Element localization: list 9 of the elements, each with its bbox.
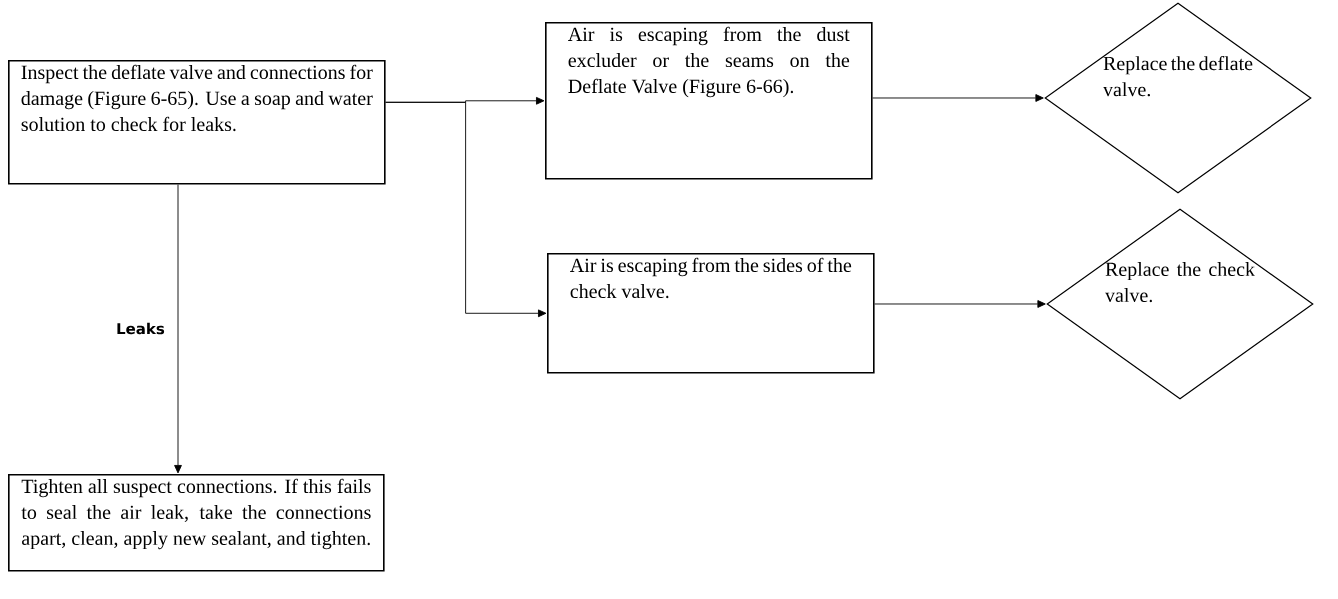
edge-label: Leaks xyxy=(115,321,166,336)
process-box: Air is escaping from the sides of the check valve. xyxy=(547,253,875,374)
arrow xyxy=(385,101,547,318)
arrow xyxy=(874,300,1046,308)
process-box: Air is escaping from the dust excluder or the seams on the Deflate Valve (Figure 6-66). xyxy=(545,22,873,180)
process-box: Tighten all suspect connections. If this fails to seal the air leak, take the connections apart, clean, apply new sealant, and tighten. xyxy=(8,474,385,572)
process-box: Inspect the deflate valve and connections for damage (Figure 6-65). Use a soap and water solution to check for leaks. xyxy=(8,60,386,185)
arrow xyxy=(174,184,182,474)
arrow xyxy=(872,94,1044,102)
